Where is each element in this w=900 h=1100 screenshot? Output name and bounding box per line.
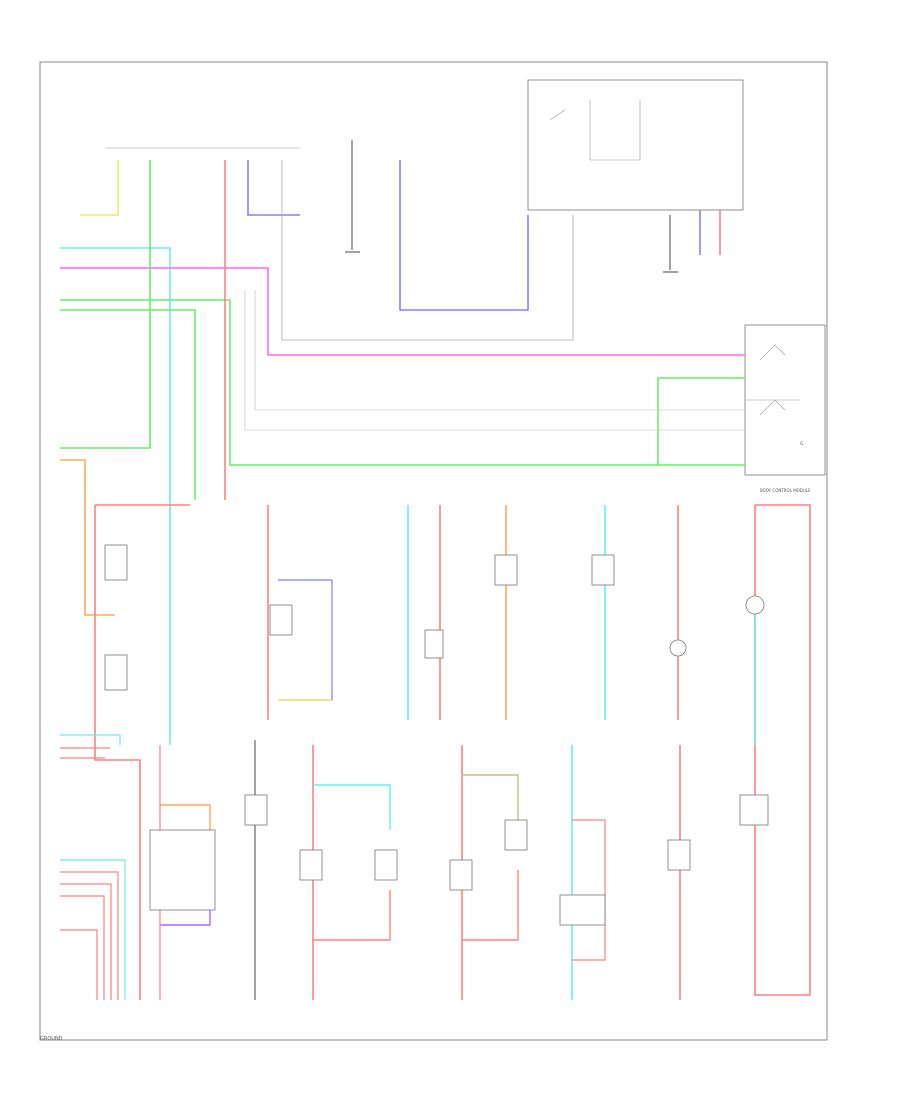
bottom-red-2 — [313, 890, 391, 941]
wire-green-long — [60, 299, 745, 466]
bus-cyan-mid — [60, 734, 121, 745]
bottom-tan — [462, 774, 519, 830]
component-bottom-8 — [739, 794, 769, 826]
wire-green-right — [657, 377, 745, 465]
wire-magenta — [60, 267, 745, 356]
wire-gray-2 — [244, 290, 745, 431]
bottom-red-loop-572 — [572, 819, 606, 961]
module-inner-relay — [589, 100, 641, 161]
component-center-3 — [494, 554, 518, 586]
wire-yellow-top — [80, 160, 119, 216]
wire-cyan-left — [60, 247, 171, 745]
wire-gray-3 — [281, 160, 574, 341]
component-bottom-1 — [244, 794, 268, 826]
bus-red-4 — [60, 929, 98, 1000]
diagram-frame — [39, 61, 828, 1041]
wire-green-mid — [60, 160, 151, 449]
wire-blue-top-left — [247, 160, 300, 216]
wire-red-left-loop — [94, 505, 141, 1000]
bulb-right — [745, 595, 765, 615]
component-bottom-4 — [449, 859, 473, 891]
component-left-1 — [104, 544, 128, 581]
component-bottom-2 — [299, 849, 323, 881]
bulb-center — [669, 639, 687, 657]
component-center-2 — [424, 629, 444, 659]
wire-orange-left — [60, 459, 115, 616]
bottom-red-3 — [462, 870, 519, 941]
g-label: G — [800, 441, 803, 446]
component-bottom-relay — [149, 829, 216, 911]
wire-blue-top-center — [399, 160, 529, 311]
bottom-orange — [160, 804, 211, 830]
component-left-2 — [104, 654, 128, 691]
loop-red-right — [754, 504, 811, 996]
component-bottom-5 — [504, 819, 528, 851]
bus-cyan — [60, 859, 126, 1000]
bus-red-2 — [60, 883, 112, 1000]
wire-gray-1 — [254, 290, 745, 411]
component-bottom-3 — [374, 849, 398, 881]
bottom-cyan-1 — [313, 784, 391, 830]
bcm-label: BODY CONTROL MODULE — [760, 488, 811, 493]
wire-green-short — [60, 309, 196, 500]
fuse-relay-module — [527, 79, 744, 211]
bottom-purple — [160, 910, 211, 926]
component-center-1 — [269, 604, 293, 636]
module-switch — [549, 109, 566, 121]
ground-note: GROUND — [40, 1036, 63, 1042]
wire-blue-loop — [278, 579, 333, 701]
component-bottom-7 — [667, 839, 691, 871]
bus-red-3 — [60, 895, 105, 1000]
bus-red-1 — [60, 871, 119, 1000]
component-bottom-6 — [559, 894, 606, 926]
right-switch-1 — [759, 344, 786, 361]
right-switch-2 — [759, 399, 786, 416]
component-center-4 — [591, 554, 615, 586]
